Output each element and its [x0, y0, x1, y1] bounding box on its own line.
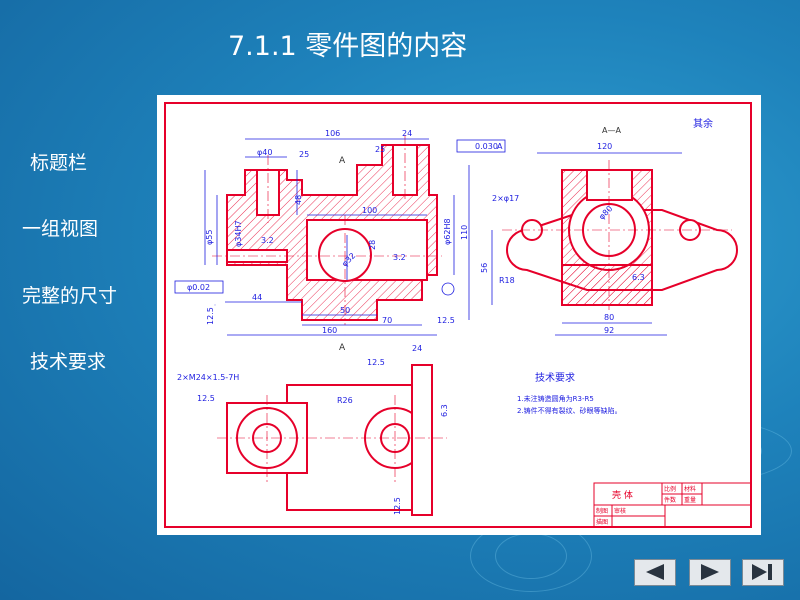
title-block-text: 壳 体 比例 件数 材料 重量 制图 描图 审核	[596, 485, 696, 526]
dim-d55: φ55	[205, 230, 214, 245]
coaxiality-tolerance: φ0.02	[187, 283, 210, 292]
triangle-right-icon	[701, 564, 719, 580]
title-block	[593, 482, 752, 528]
slide-title: 7.1.1 零件图的内容	[228, 31, 468, 62]
section-centerlines	[502, 160, 732, 310]
roughness-125d: 12.5	[367, 358, 385, 367]
cut-labels: A A	[339, 156, 346, 353]
bullet-tech-req: 技术要求	[30, 351, 107, 373]
part-name: 壳 体	[612, 489, 633, 501]
roughness-63: 6.3	[632, 273, 645, 282]
roughness-note: 其余	[693, 117, 713, 130]
dim-100: 100	[362, 206, 377, 215]
skip-end-icon	[752, 564, 772, 580]
tb-material: 材料	[684, 485, 696, 493]
dim-92: 92	[604, 326, 614, 335]
dim-70: 70	[382, 316, 392, 325]
section-view-label: A—A	[602, 126, 621, 135]
ripple-decoration	[495, 533, 567, 579]
bullet-title-block: 标题栏	[30, 152, 88, 174]
datum-a: A	[497, 142, 503, 151]
tb-traced: 描图	[596, 518, 608, 526]
dim-r18: R18	[499, 276, 515, 285]
front-view-centerlines	[212, 135, 442, 325]
roughness-125b: 12.5	[437, 316, 455, 325]
roughness-32a: 3.2	[261, 236, 274, 245]
dim-bore-40: φ40	[257, 148, 272, 157]
front-view-dims	[174, 138, 506, 336]
tb-weight: 重量	[684, 496, 696, 504]
tb-scale: 比例	[664, 485, 676, 493]
dim-28: 28	[368, 240, 377, 250]
tb-checked: 审核	[614, 507, 626, 515]
roughness-125e: 12.5	[393, 497, 402, 515]
dim-50: 50	[340, 306, 350, 315]
top-view-centerlines	[217, 395, 447, 485]
front-view	[226, 144, 438, 321]
bullet-views: 一组视图	[22, 218, 99, 240]
section-view	[506, 169, 738, 306]
prev-slide-button[interactable]	[634, 559, 676, 586]
dim-110: 110	[460, 225, 469, 240]
dim-80: 80	[604, 313, 614, 322]
cut-label-bottom: A	[339, 343, 346, 353]
dim-24: 24	[402, 129, 412, 138]
flatness-tolerance: 0.030	[475, 142, 498, 151]
dim-48: 48	[294, 195, 303, 205]
tb-drawn: 制图	[596, 507, 608, 515]
triangle-left-icon	[646, 564, 664, 580]
roughness-25b: 25	[375, 145, 385, 154]
engineering-drawing: 106 24 φ40 0.030 A 25 25 φ55 φ34H7 48 10…	[157, 95, 761, 535]
section-labels: A—A 120 2×φ17 φ80 56 R18 6.3 80 92	[480, 126, 645, 335]
roughness-63b: 6.3	[440, 404, 449, 417]
cut-label-top: A	[339, 156, 346, 166]
top-view-labels: 2×M24×1.5-7H 12.5 12.5 R26 6.3 24 12.5	[177, 344, 449, 515]
tech-requirements: 技术要求 1.未注铸造圆角为R3-R5 2.铸件不得有裂纹、砂眼等缺陷。	[517, 371, 622, 415]
dim-120: 120	[597, 142, 612, 151]
roughness-125a: 12.5	[206, 307, 215, 325]
roughness-125c: 12.5	[197, 394, 215, 403]
last-slide-button[interactable]	[742, 559, 784, 586]
section-dims	[491, 152, 682, 336]
dim-holes: 2×φ17	[492, 194, 519, 203]
dim-r26: R26	[337, 396, 353, 405]
roughness-25a: 25	[299, 150, 309, 159]
tech-req-line-2: 2.铸件不得有裂纹、砂眼等缺陷。	[517, 406, 622, 415]
next-slide-button[interactable]	[689, 559, 731, 586]
dim-160: 160	[322, 326, 337, 335]
top-view	[226, 364, 433, 516]
tb-count: 件数	[664, 496, 676, 504]
dim-thread: 2×M24×1.5-7H	[177, 373, 239, 382]
bullet-dimensions: 完整的尺寸	[22, 285, 118, 307]
roughness-32b: 3.2	[393, 253, 406, 262]
front-view-labels: 106 24 φ40 0.030 A 25 25 φ55 φ34H7 48 10…	[187, 129, 503, 335]
dim-d62: φ62H8	[443, 218, 452, 245]
dim-d34: φ34H7	[234, 220, 243, 247]
dim-44: 44	[252, 293, 262, 302]
tech-req-title: 技术要求	[535, 371, 575, 384]
dim-56: 56	[480, 263, 489, 273]
drawing-frame	[164, 102, 752, 528]
dim-106: 106	[325, 129, 340, 138]
dim-top24: 24	[412, 344, 422, 353]
tech-req-line-1: 1.未注铸造圆角为R3-R5	[517, 394, 594, 403]
